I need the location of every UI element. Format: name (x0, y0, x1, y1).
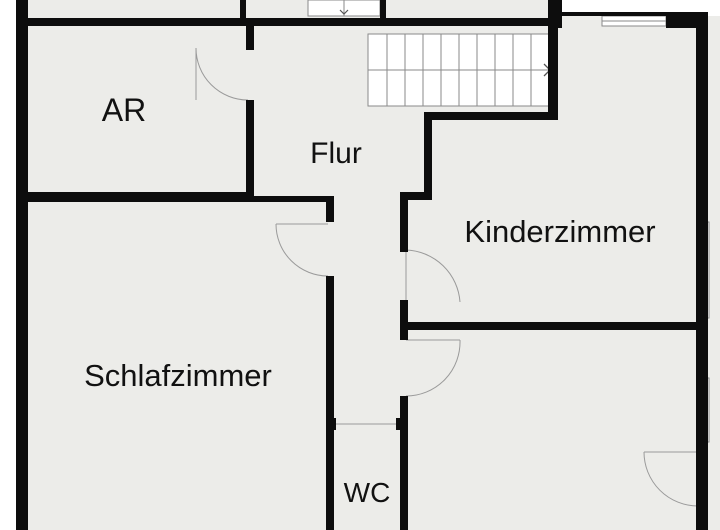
room-label-flur: Flur (310, 137, 362, 170)
room-label-schlafzimmer: Schlafzimmer (84, 358, 272, 393)
floor-main (22, 0, 702, 530)
room-label-kinderzimmer: Kinderzimmer (464, 214, 655, 249)
room-labels: AR Flur Kinderzimmer Schlafzimmer WC (84, 92, 655, 508)
room-label-wc: WC (344, 477, 391, 508)
doors (195, 47, 699, 507)
floor-areas (22, 0, 720, 530)
walls (16, 0, 708, 530)
room-label-ar: AR (102, 92, 146, 128)
stairs-arrow-down-icon (339, 9, 349, 15)
staircase (307, 0, 553, 107)
